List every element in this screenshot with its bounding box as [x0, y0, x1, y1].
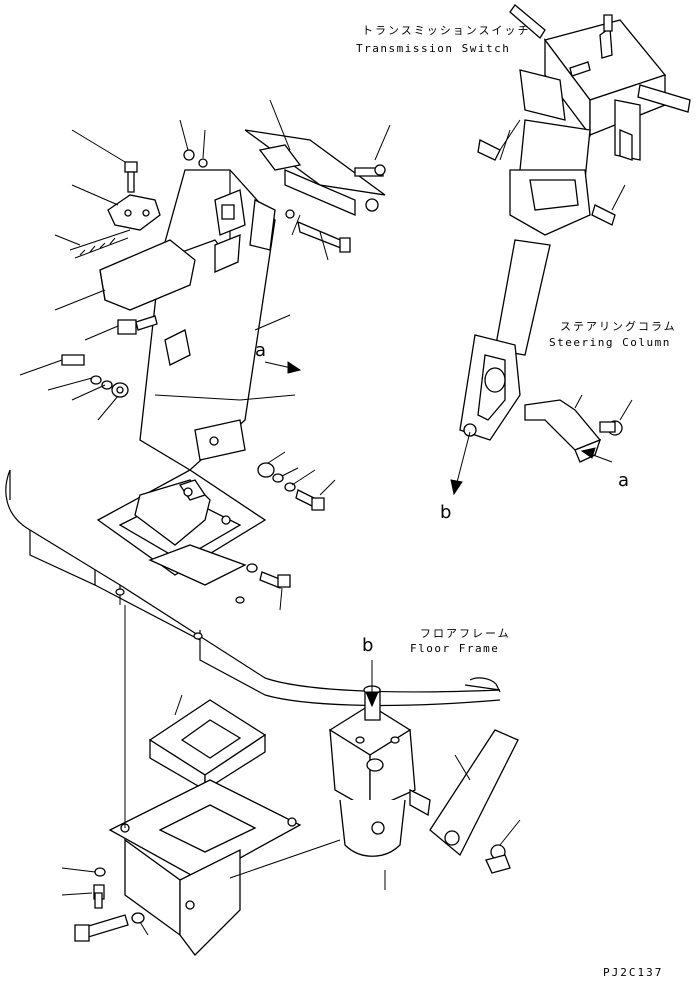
arrow-a-left — [265, 362, 300, 373]
floor-frame-label-en: Floor Frame — [410, 642, 500, 655]
bolts-lower-left — [75, 868, 144, 941]
arrow-b-valve-label: b — [362, 635, 374, 656]
arrow-b-column-label: b — [440, 502, 452, 523]
steering-column-bracket — [525, 400, 622, 462]
link-arm — [430, 730, 518, 873]
transmission-switch-label-jp: トランスミッションスイッチ — [362, 24, 531, 37]
lower-pedestal — [110, 700, 300, 955]
drawing-code: PJ2C137 — [603, 966, 664, 979]
arrow-b-valve — [366, 660, 378, 706]
leader-lines — [20, 100, 632, 935]
floor-frame-label-jp: フロアフレーム — [420, 627, 511, 640]
bolts-left — [62, 150, 207, 397]
arrow-a-right-label: a — [618, 470, 630, 491]
steering-column-label-en: Steering Column — [549, 336, 671, 349]
steering-column — [460, 120, 615, 440]
top-left-bracket — [70, 162, 195, 334]
transmission-switch-label-en: Transmission Switch — [356, 42, 511, 55]
arrow-b-column — [451, 432, 470, 494]
steering-column-label-jp: ステアリングコラム — [560, 320, 677, 333]
bolts-right — [247, 463, 324, 588]
arrow-a-right — [582, 448, 612, 462]
arrow-a-left-label: a — [255, 340, 267, 361]
switch-bracket — [245, 130, 385, 252]
transmission-switch — [510, 5, 690, 160]
pedestal-base — [98, 470, 265, 585]
floor-frame-plate — [6, 470, 500, 705]
steering-valve — [330, 686, 430, 856]
